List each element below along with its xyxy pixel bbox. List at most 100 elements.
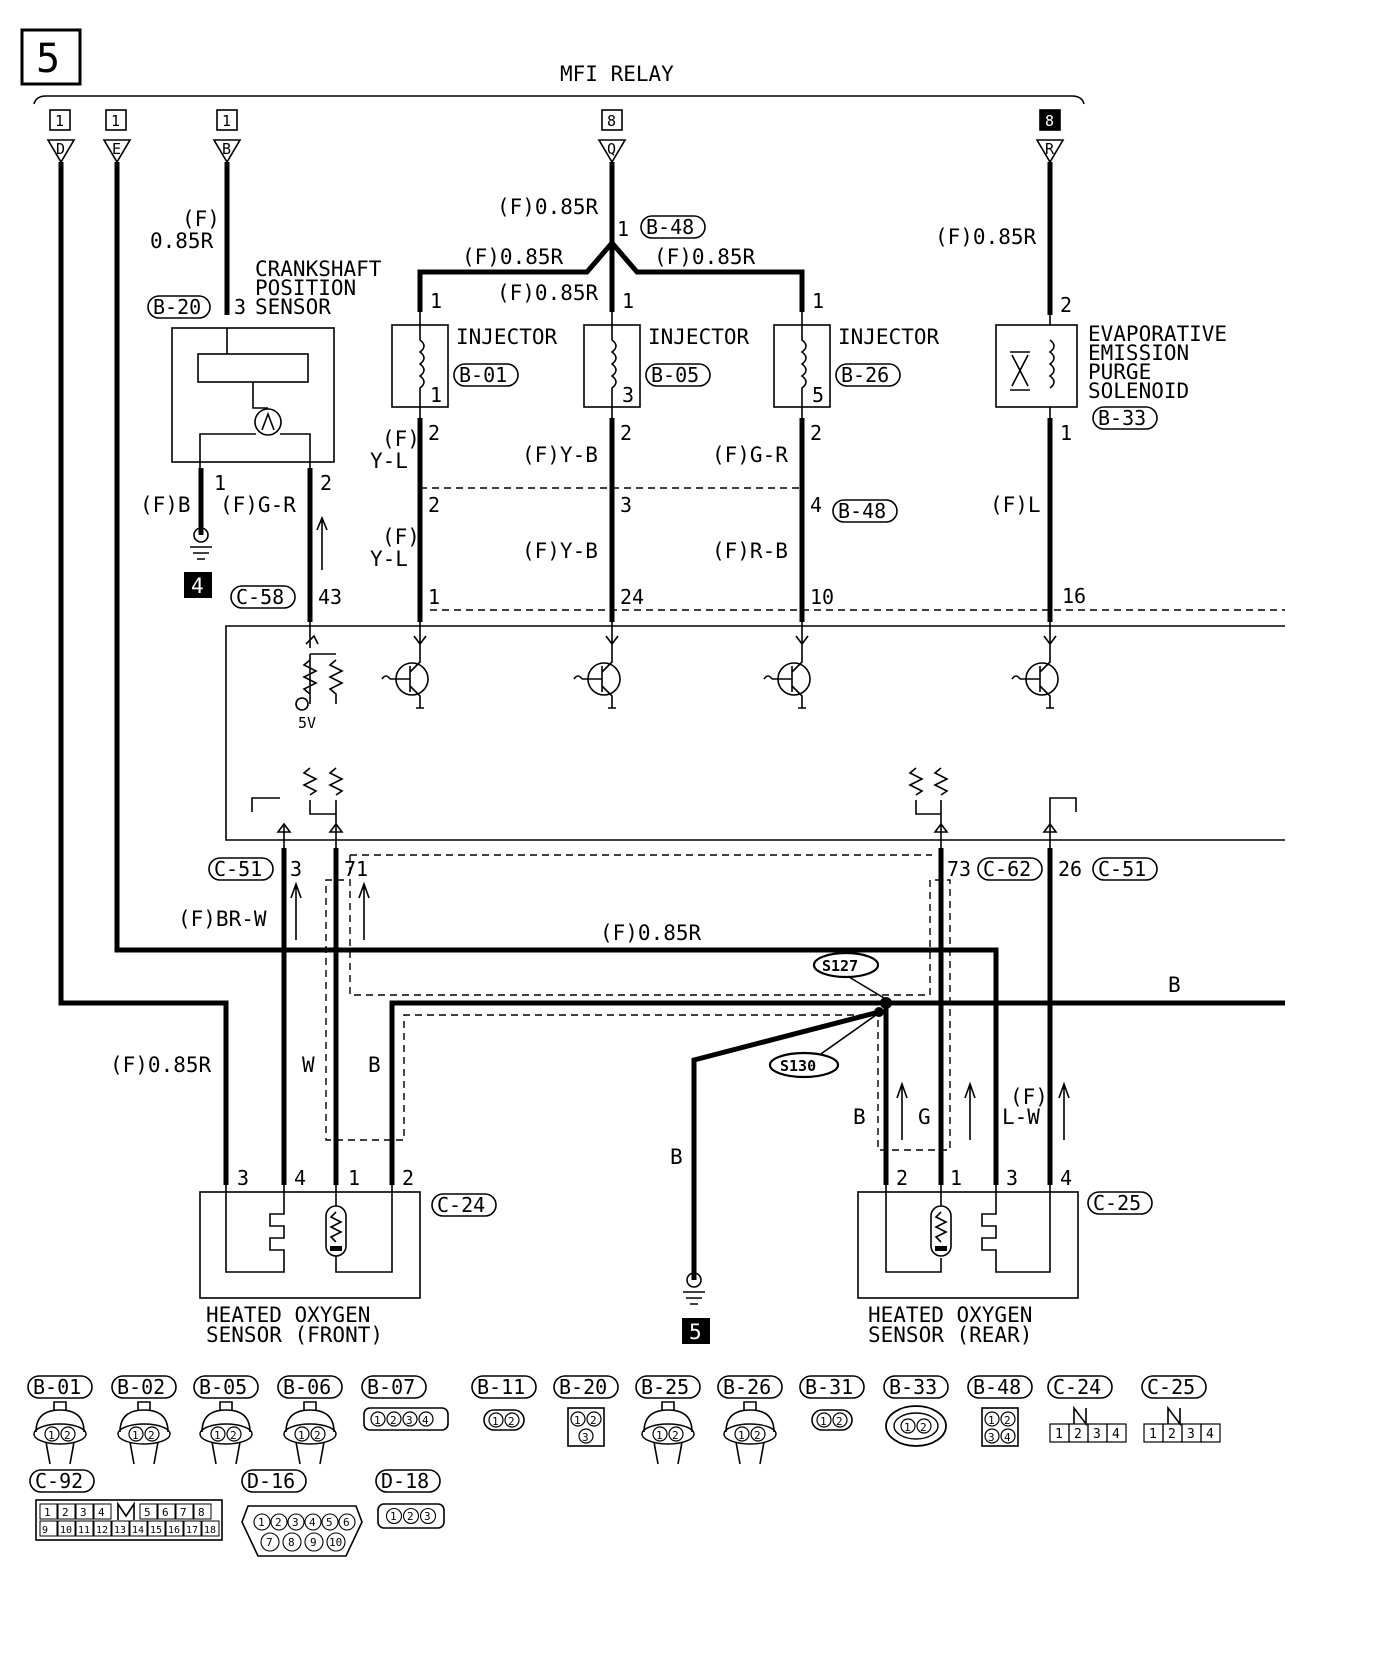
svg-text:(F)B: (F)B [140, 493, 191, 517]
splice-s127: S127 [812, 951, 880, 979]
injector-label: INJECTOR [648, 325, 750, 349]
svg-text:8: 8 [198, 1506, 205, 1519]
svg-text:1: 1 [950, 1166, 962, 1190]
svg-text:3: 3 [237, 1166, 249, 1190]
svg-text:C-92: C-92 [35, 1469, 83, 1493]
svg-text:1: 1 [988, 1414, 995, 1427]
svg-text:L-W: L-W [1002, 1105, 1040, 1129]
svg-text:(F)0.85R: (F)0.85R [497, 281, 599, 305]
svg-text:14: 14 [132, 1525, 144, 1536]
svg-text:B-33: B-33 [1098, 406, 1146, 430]
svg-text:3: 3 [406, 1414, 413, 1427]
svg-text:(F)R-B: (F)R-B [712, 539, 788, 563]
injector-ref: B-26 [841, 363, 889, 387]
ecu-driver-transistor [381, 622, 429, 709]
ecu-driver-transistor [1011, 622, 1059, 709]
relay-terminal-r: 8 R [1035, 109, 1065, 164]
svg-text:4: 4 [191, 574, 204, 598]
svg-text:2: 2 [428, 493, 440, 517]
svg-text:18: 18 [204, 1525, 216, 1536]
svg-text:2: 2 [1074, 1427, 1082, 1442]
svg-text:1: 1 [214, 471, 226, 495]
svg-text:C-25: C-25 [1147, 1375, 1195, 1399]
svg-text:3: 3 [292, 1516, 299, 1529]
svg-text:10: 10 [329, 1536, 342, 1549]
svg-text:C-24: C-24 [1053, 1375, 1101, 1399]
svg-text:1: 1 [222, 112, 231, 130]
svg-text:C-51: C-51 [1098, 857, 1146, 881]
svg-text:B-07: B-07 [367, 1375, 415, 1399]
svg-text:(F)0.85R: (F)0.85R [110, 1053, 212, 1077]
svg-text:2: 2 [64, 1429, 71, 1442]
svg-text:10: 10 [810, 585, 834, 609]
svg-text:B-25: B-25 [641, 1375, 689, 1399]
svg-text:C-25: C-25 [1093, 1191, 1141, 1215]
svg-text:3: 3 [80, 1506, 87, 1519]
svg-text:(F)L: (F)L [990, 493, 1041, 517]
svg-text:73: 73 [947, 857, 971, 881]
svg-text:(F): (F) [182, 207, 220, 231]
svg-text:2: 2 [62, 1506, 69, 1519]
svg-text:B-48: B-48 [646, 215, 694, 239]
svg-text:1: 1 [111, 112, 120, 130]
ground-symbol-crank [190, 527, 212, 560]
svg-text:2: 2 [920, 1421, 927, 1434]
svg-text:1: 1 [428, 585, 440, 609]
svg-text:1: 1 [348, 1166, 360, 1190]
svg-text:71: 71 [344, 857, 368, 881]
svg-text:3: 3 [290, 857, 302, 881]
svg-text:2: 2 [896, 1166, 908, 1190]
svg-text:B-33: B-33 [889, 1375, 937, 1399]
relay-terminal-d: 1 D [46, 109, 76, 164]
injector-ref: B-05 [651, 363, 699, 387]
svg-text:4: 4 [1004, 1431, 1011, 1444]
ground-symbol-main [683, 1272, 705, 1305]
svg-text:2: 2 [1060, 293, 1072, 317]
heated-oxygen-sensor-front: 3 4 1 2 C-24 HEATED OXYGEN SENSOR (FRONT… [199, 1166, 497, 1347]
svg-text:43: 43 [318, 585, 342, 609]
svg-text:1: 1 [298, 1429, 305, 1442]
svg-text:16: 16 [168, 1525, 180, 1536]
svg-text:5: 5 [812, 383, 824, 407]
svg-text:1: 1 [622, 289, 634, 313]
svg-text:11: 11 [78, 1525, 90, 1536]
injector-label: INJECTOR [838, 325, 940, 349]
svg-text:EMISSION: EMISSION [1088, 341, 1189, 365]
svg-text:2: 2 [230, 1429, 237, 1442]
evaporative-purge-solenoid: EVAPORATIVE EMISSION PURGE SOLENOID B-33… [935, 225, 1227, 608]
svg-text:4: 4 [294, 1166, 306, 1190]
crankshaft-position-sensor: CRANKSHAFT POSITION SENSOR B-20 3 (F) 0.… [140, 207, 382, 609]
svg-text:B-20: B-20 [559, 1375, 607, 1399]
svg-text:3: 3 [1187, 1427, 1195, 1442]
svg-text:1: 1 [48, 1429, 55, 1442]
svg-text:3: 3 [622, 383, 634, 407]
svg-text:2: 2 [508, 1415, 515, 1428]
relay-terminal-q: 8 Q [597, 109, 627, 164]
svg-text:Q: Q [607, 140, 616, 158]
svg-text:SENSOR (REAR): SENSOR (REAR) [868, 1323, 1032, 1347]
relay-terminal-e: 1 E [102, 109, 132, 164]
svg-text:D-16: D-16 [247, 1469, 295, 1493]
svg-text:3: 3 [582, 1431, 589, 1444]
svg-text:B: B [368, 1053, 381, 1077]
svg-text:1: 1 [1149, 1427, 1157, 1442]
svg-text:1: 1 [738, 1429, 745, 1442]
svg-text:B-06: B-06 [283, 1375, 331, 1399]
svg-text:1: 1 [656, 1429, 663, 1442]
svg-text:B-02: B-02 [117, 1375, 165, 1399]
svg-text:7: 7 [266, 1536, 273, 1549]
page-number-box: 5 [20, 28, 82, 86]
svg-text:9: 9 [42, 1525, 48, 1536]
wire-network [58, 162, 1285, 1305]
svg-text:2: 2 [1168, 1427, 1176, 1442]
svg-text:10: 10 [60, 1525, 72, 1536]
